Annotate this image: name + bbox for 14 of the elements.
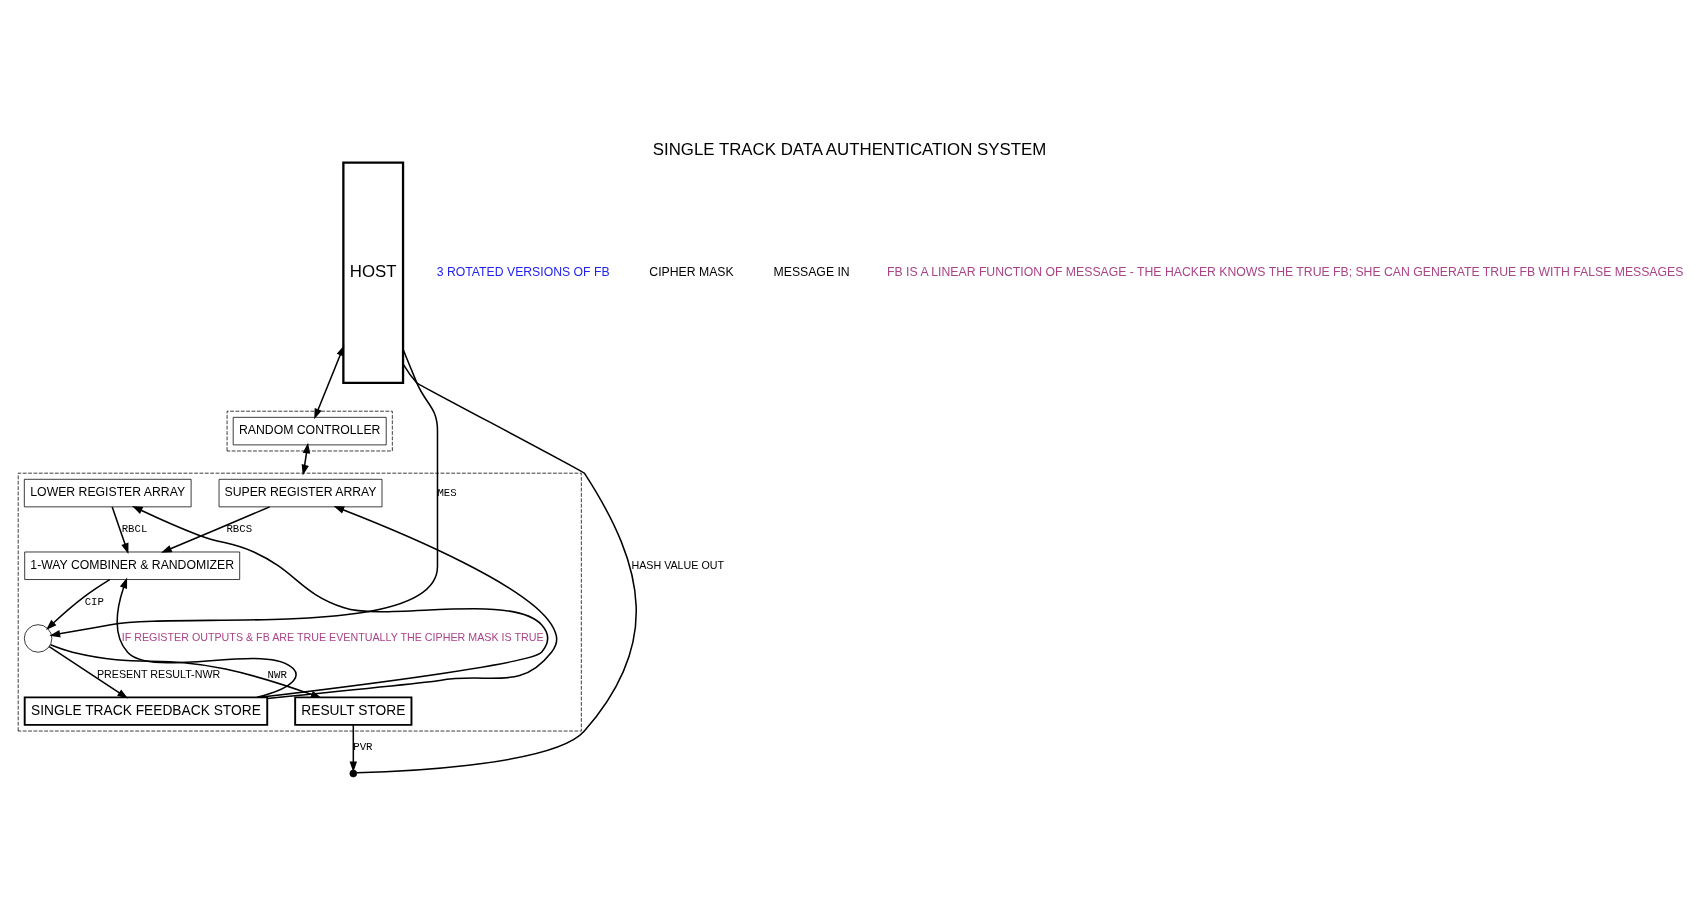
- label: CIPHER MASK: [648, 264, 734, 279]
- edge-label: PVR: [352, 741, 373, 754]
- edge-label: RBCL: [121, 523, 147, 536]
- edge-label: NWR: [267, 668, 287, 681]
- label: MESSAGE IN: [773, 264, 850, 279]
- edge-label: RBCS: [225, 523, 252, 536]
- edge-label: CIP: [84, 595, 104, 608]
- edge-label: IF REGISTER OUTPUTS & FB ARE TRUE EVENTUALLY THE CIPHER MASK IS TRUE: [121, 631, 544, 644]
- edge-label: PRESENT RESULT-NWR: [96, 667, 220, 680]
- edge-label: HASH VALUE OUT: [630, 558, 724, 571]
- label: FB IS A LINEAR FUNCTION OF MESSAGE - THE HACKER KNOWS THE TRUE FB; SHE CAN GENERATE TRUE FB WITH FALSE MESSAGES: [886, 264, 1683, 279]
- diagram-title: SINGLE TRACK DATA AUTHENTICATION SYSTEM: [652, 139, 1046, 159]
- label: 3 ROTATED VERSIONS OF FB: [436, 264, 610, 279]
- edge-label: MES: [436, 486, 457, 499]
